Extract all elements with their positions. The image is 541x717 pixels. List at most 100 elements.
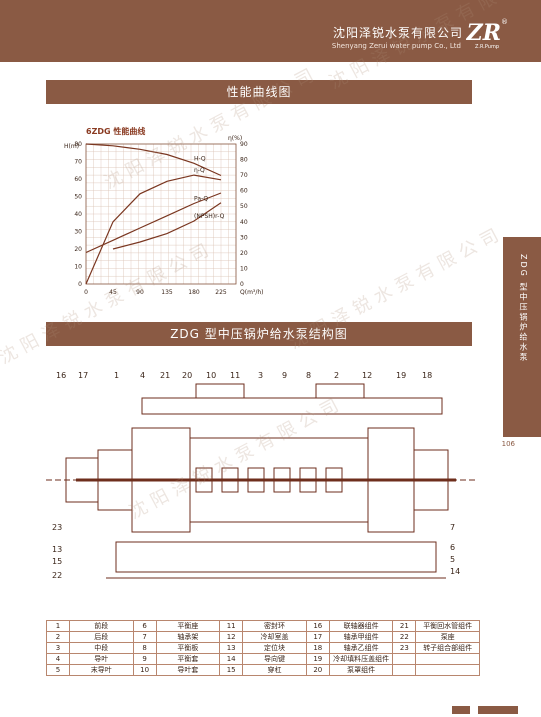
part-name: 泵座 bbox=[415, 631, 480, 643]
part-number: 16 bbox=[305, 620, 330, 632]
logo-subtext: Z.R.Pump bbox=[474, 44, 499, 50]
callout-label: 8 bbox=[306, 371, 311, 380]
part-name: 密封环 bbox=[242, 620, 307, 632]
part-number: 17 bbox=[305, 631, 330, 643]
x-tick-label: 0 bbox=[84, 289, 88, 296]
callout-label: 17 bbox=[78, 371, 88, 380]
part-name: 中段 bbox=[69, 642, 134, 654]
part-name: 联轴器组件 bbox=[328, 620, 394, 632]
part-number: 7 bbox=[132, 631, 157, 643]
company-name-en: Shenyang Zerui water pump Co., Ltd bbox=[331, 42, 461, 50]
part-number: 14 bbox=[219, 653, 244, 665]
part-number: 11 bbox=[219, 620, 244, 632]
part-number: 6 bbox=[132, 620, 157, 632]
inlet-flange bbox=[195, 383, 245, 399]
part-name: 导向键 bbox=[242, 653, 307, 665]
balance-pipe bbox=[141, 397, 443, 415]
side-tab-label: ZDG 型中压锅炉给水泵 bbox=[519, 254, 528, 363]
callout-label: 6 bbox=[450, 543, 455, 552]
y-tick-label: 50 bbox=[74, 194, 82, 201]
y-tick-label: 10 bbox=[74, 264, 82, 271]
eta-tick-label: 50 bbox=[240, 203, 248, 210]
part-number: 9 bbox=[132, 653, 157, 665]
part-name: 平衡套 bbox=[155, 653, 221, 665]
y-tick-label: 30 bbox=[74, 229, 82, 236]
part-name: 前段 bbox=[69, 620, 134, 632]
eta-tick-label: 30 bbox=[240, 234, 248, 241]
eta-tick-label: 70 bbox=[240, 172, 248, 179]
series-label: η-Q bbox=[194, 167, 205, 174]
series-label: H-Q bbox=[194, 155, 206, 162]
callout-label: 11 bbox=[230, 371, 240, 380]
header-bar: 沈阳泽锐水泵有限公司 Shenyang Zerui water pump Co.… bbox=[0, 0, 541, 62]
x-axis-label: Q(m³/h) bbox=[240, 289, 263, 296]
part-name: 导叶 bbox=[69, 653, 134, 665]
part-number: 5 bbox=[46, 664, 70, 676]
part-name bbox=[415, 664, 480, 676]
callout-label: 9 bbox=[282, 371, 287, 380]
page-number: 106 bbox=[501, 440, 515, 448]
y-axis-label: H(m) bbox=[64, 143, 79, 150]
chart-series bbox=[85, 143, 222, 285]
company-logo: ZR bbox=[466, 20, 501, 46]
part-name: 平衡板 bbox=[155, 642, 221, 654]
part-name bbox=[415, 653, 480, 665]
company-name-cn: 沈阳泽锐水泵有限公司 bbox=[332, 26, 463, 40]
eta-tick-label: 60 bbox=[240, 188, 248, 195]
callout-label: 2 bbox=[334, 371, 339, 380]
callout-label: 13 bbox=[52, 545, 62, 554]
part-name: 平衡回水管组件 bbox=[415, 620, 480, 632]
y-tick-label: 40 bbox=[74, 211, 82, 218]
eta-tick-label: 40 bbox=[240, 219, 248, 226]
callout-label: 7 bbox=[450, 523, 455, 532]
eta-tick-label: 80 bbox=[240, 157, 248, 164]
part-number: 13 bbox=[219, 642, 244, 654]
part-number: 1 bbox=[46, 620, 70, 632]
part-number: 12 bbox=[219, 631, 244, 643]
part-name: 导叶套 bbox=[155, 664, 221, 676]
y-tick-label: 60 bbox=[74, 176, 82, 183]
part-name: 泵罩组件 bbox=[328, 664, 394, 676]
series-label: Pa-Q bbox=[194, 196, 208, 203]
structure-section-title: ZDG 型中压锅炉给水泵结构图 bbox=[46, 322, 472, 346]
part-name: 末导叶 bbox=[69, 664, 134, 676]
x-tick-label: 90 bbox=[136, 289, 144, 296]
outlet-flange bbox=[315, 383, 365, 399]
part-name: 定位块 bbox=[242, 642, 307, 654]
eta-axis-label: η(%) bbox=[228, 135, 242, 142]
eta-tick-label: 90 bbox=[240, 141, 248, 148]
callout-label: 19 bbox=[396, 371, 406, 380]
chart-title: 6ZDG 性能曲线 bbox=[86, 126, 145, 136]
part-number: 15 bbox=[219, 664, 244, 676]
part-number: 20 bbox=[305, 664, 330, 676]
part-name: 冷却填料压盖组件 bbox=[328, 653, 394, 665]
part-name: 转子组合部组件 bbox=[415, 642, 480, 654]
part-number: 19 bbox=[305, 653, 330, 665]
y-tick-label: 80 bbox=[74, 141, 82, 148]
callout-label: 5 bbox=[450, 555, 455, 564]
y-tick-label: 0 bbox=[78, 281, 82, 288]
part-name: 轴承甲组件 bbox=[328, 631, 394, 643]
eta-tick-label: 20 bbox=[240, 250, 248, 257]
x-tick-label: 45 bbox=[109, 289, 117, 296]
series-line bbox=[85, 174, 222, 285]
series-line bbox=[112, 202, 222, 250]
part-number: 3 bbox=[46, 642, 70, 654]
part-name: 轴承乙组件 bbox=[328, 642, 394, 654]
series-line bbox=[85, 192, 222, 254]
footer-block-large bbox=[478, 706, 518, 714]
part-number: 23 bbox=[392, 642, 417, 654]
footer-block-small bbox=[452, 706, 470, 714]
y-tick-label: 70 bbox=[74, 159, 82, 166]
callout-label: 16 bbox=[56, 371, 66, 380]
performance-section-title: 性能曲线图 bbox=[46, 80, 472, 104]
impellers bbox=[195, 467, 343, 493]
side-tab bbox=[503, 237, 541, 437]
part-number: 10 bbox=[132, 664, 157, 676]
